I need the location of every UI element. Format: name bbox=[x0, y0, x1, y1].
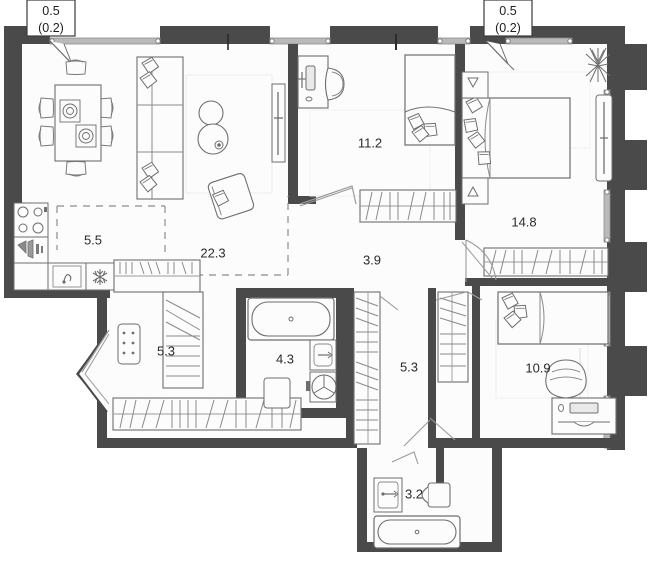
closet-strip-center bbox=[353, 291, 381, 445]
label-balcony-left-reduced: (0.2) bbox=[38, 21, 64, 35]
window-top-3 bbox=[437, 37, 471, 45]
bathtub-main bbox=[247, 297, 335, 341]
monitor-east bbox=[569, 402, 599, 414]
kitchen-group bbox=[13, 202, 141, 365]
plant-icon bbox=[585, 47, 611, 83]
place-setting-2 bbox=[75, 124, 97, 148]
label-kitchen: 5.5 bbox=[84, 232, 102, 247]
label-hall-south: 5.3 bbox=[400, 359, 418, 374]
bedroom-east-group bbox=[495, 291, 617, 435]
armchair bbox=[207, 173, 255, 220]
monitor-north bbox=[305, 65, 316, 91]
label-hall: 3.9 bbox=[363, 252, 381, 267]
mouse-east bbox=[558, 404, 564, 412]
balcony-left-box bbox=[26, 0, 76, 37]
label-living-room: 22.3 bbox=[200, 245, 225, 260]
window-top-2 bbox=[269, 37, 331, 45]
counter-left bbox=[13, 262, 49, 291]
window-top-1 bbox=[49, 37, 161, 45]
kitchen-sink-icon bbox=[47, 262, 87, 291]
kitchen-upper-cabinets bbox=[113, 259, 201, 293]
label-bedroom-north: 11.2 bbox=[358, 135, 382, 150]
label-corridor-kitchen: 5.3 bbox=[157, 343, 175, 358]
wardrobe-north bbox=[359, 189, 457, 223]
label-bathroom-main: 4.3 bbox=[276, 351, 294, 366]
dining-chair-l1 bbox=[38, 97, 54, 119]
window-top-4 bbox=[505, 37, 573, 45]
window-right-2 bbox=[603, 189, 611, 243]
chair-east bbox=[545, 359, 587, 399]
hall-south-doors bbox=[379, 291, 483, 447]
toilet-south bbox=[421, 482, 451, 508]
balcony-right-box bbox=[483, 0, 533, 37]
mouse-north bbox=[305, 96, 313, 102]
bathroom-fixture-round bbox=[309, 371, 337, 403]
label-balcony-right-reduced: (0.2) bbox=[495, 21, 521, 35]
living-room-group bbox=[136, 55, 273, 220]
bathroom-south-group bbox=[373, 451, 461, 549]
bedroom-north-group bbox=[297, 55, 431, 197]
dining-chair-l2 bbox=[38, 125, 54, 147]
label-bedroom-east: 10.9 bbox=[525, 360, 550, 375]
closet-strip-right bbox=[437, 291, 469, 383]
door-hall-to-north bbox=[299, 185, 357, 207]
entry-door-swing bbox=[81, 329, 110, 373]
bathroom-main-group bbox=[247, 297, 337, 409]
bathroom-cabinet bbox=[263, 377, 291, 409]
label-balcony-right-area: 0.5 bbox=[499, 4, 516, 18]
coffee-table-round-large bbox=[197, 123, 229, 155]
balcony-labels: 0.5 (0.2) 0.5 (0.2) bbox=[38, 4, 521, 35]
radiators bbox=[227, 34, 397, 50]
room-labels: 5.5 22.3 5.3 11.2 3.9 14.8 4.3 5.3 10.9 … bbox=[84, 135, 551, 501]
tv-unit bbox=[271, 83, 286, 163]
label-master-bedroom: 14.8 bbox=[511, 214, 536, 229]
dining-set bbox=[38, 59, 114, 177]
chair-north bbox=[324, 67, 345, 101]
balcony-right-group bbox=[483, 0, 533, 71]
dining-chair-bottom bbox=[65, 161, 87, 177]
angled-wall-southwest bbox=[76, 300, 110, 446]
master-bedroom-group bbox=[461, 47, 613, 277]
washing-machine-icon bbox=[117, 323, 141, 365]
door-south-bath bbox=[391, 451, 419, 465]
label-balcony-left-area: 0.5 bbox=[42, 4, 59, 18]
balcony-left-group bbox=[26, 0, 79, 71]
coffee-table-round-small bbox=[198, 100, 224, 126]
dining-table bbox=[54, 84, 102, 162]
door-master bbox=[461, 239, 497, 282]
stove-icon bbox=[13, 202, 49, 238]
place-setting-1 bbox=[59, 99, 81, 123]
bathtub-south bbox=[373, 515, 461, 549]
label-bathroom-south: 3.2 bbox=[405, 486, 423, 501]
dining-chair-top bbox=[65, 59, 87, 75]
nightstand-top bbox=[461, 71, 489, 99]
bed-north bbox=[404, 54, 456, 146]
kitchen-tall-cabinet bbox=[162, 291, 204, 389]
